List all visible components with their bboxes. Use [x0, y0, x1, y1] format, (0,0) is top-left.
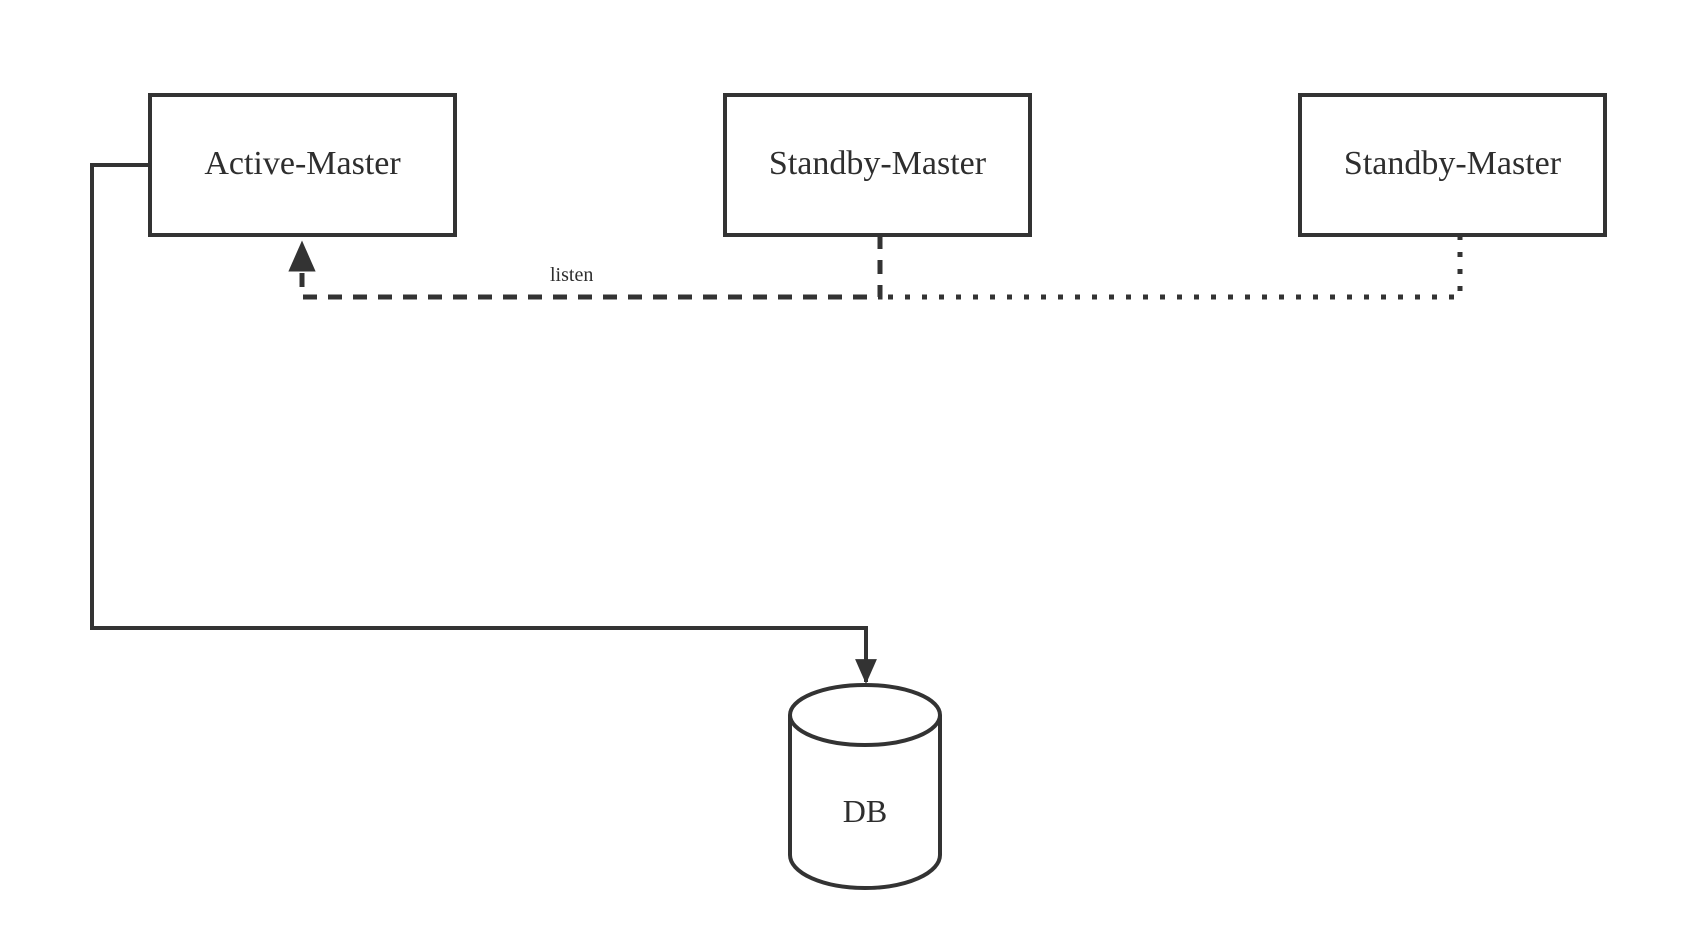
- node-standby-master-2-label: Standby-Master: [1343, 145, 1562, 182]
- edge-standby-2-to-junction[interactable]: [880, 235, 1463, 300]
- node-db-cylinder[interactable]: [788, 683, 942, 890]
- node-standby-master-1-label: Standby-Master: [768, 145, 987, 182]
- db-cylinder-body: [788, 715, 942, 890]
- node-standby-master-2-rect[interactable]: [1298, 93, 1607, 237]
- db-cylinder-top-ellipse: [788, 683, 942, 747]
- edge-active-master-to-db[interactable]: [90, 163, 877, 684]
- node-active-master-label: Active-Master: [204, 145, 401, 182]
- node-db-label: DB: [842, 793, 888, 829]
- edge-label-listen: listen: [550, 264, 594, 286]
- edge-standby-1-to-active-master[interactable]: [288, 235, 883, 300]
- node-standby-master-1-rect[interactable]: [723, 93, 1032, 237]
- node-active-master-rect[interactable]: [148, 93, 457, 237]
